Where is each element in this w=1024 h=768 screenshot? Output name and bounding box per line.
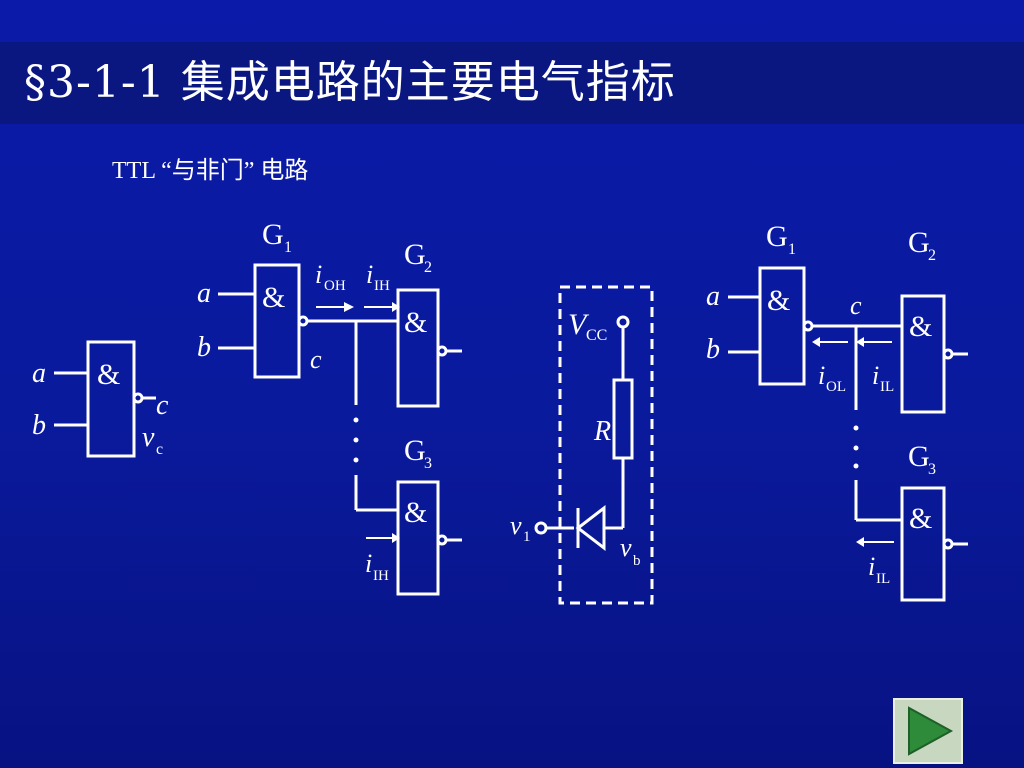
node-c-label: c	[310, 345, 322, 374]
title-bar	[0, 42, 1024, 124]
g3-label: G	[404, 434, 426, 467]
i-ih2-label: i	[365, 549, 372, 578]
g1-subscript: 1	[284, 239, 292, 256]
g1-label: G	[262, 218, 284, 251]
output-c-label: c	[156, 390, 169, 421]
g1-subscript: 1	[788, 241, 796, 258]
g2-and-symbol: &	[909, 310, 932, 343]
g3-and-symbol: &	[404, 496, 427, 529]
input-model-diagram	[534, 285, 654, 605]
g1-and-symbol: &	[262, 281, 285, 314]
input-a-label: a	[32, 358, 46, 389]
g3-subscript: 3	[928, 461, 936, 478]
high-fanout-diagram	[218, 263, 462, 596]
i-oh-label: i	[315, 260, 322, 289]
node-c-label: c	[850, 291, 862, 320]
inverter-bubble	[132, 392, 144, 404]
i-ol-subscript: OL	[826, 379, 846, 395]
diode	[575, 504, 606, 552]
g2-subscript: 2	[424, 259, 432, 276]
v1-subscript: 1	[523, 529, 531, 545]
voltage-subscript: c	[156, 441, 163, 458]
i-il-subscript: IL	[880, 379, 894, 395]
low-fanout-diagram	[728, 266, 968, 602]
g1-and-symbol: &	[767, 284, 790, 317]
input-b-label: b	[32, 410, 46, 441]
gate-and-symbol: &	[97, 358, 120, 391]
i-oh-subscript: OH	[324, 278, 346, 294]
g2-and-symbol: &	[404, 306, 427, 339]
i-ol-label: i	[818, 361, 825, 390]
input-b-label: b	[706, 334, 720, 365]
resistor-label: R	[593, 416, 611, 447]
resistor-r	[612, 378, 634, 460]
v1-label: v	[510, 511, 522, 540]
g2-label: G	[908, 226, 930, 259]
input-a-label: a	[706, 281, 720, 312]
voltage-label: v	[142, 422, 155, 453]
vcc-subscript: CC	[586, 327, 607, 344]
input-b-label: b	[197, 332, 211, 363]
page-title: §3-1-1 集成电路的主要电气指标	[24, 57, 676, 108]
i-ih-label: i	[366, 260, 373, 289]
single-gate-diagram	[54, 340, 156, 458]
i-il-label: i	[872, 361, 879, 390]
play-triangle-icon	[908, 706, 954, 756]
subtitle: TTL “与非门” 电路	[112, 158, 309, 184]
i-ih-subscript: IH	[374, 278, 390, 294]
vcc-label: V	[568, 308, 590, 341]
g3-subscript: 3	[424, 455, 432, 472]
g1-label: G	[766, 220, 788, 253]
i-il2-label: i	[868, 552, 875, 581]
g2-subscript: 2	[928, 247, 936, 264]
i-ih2-subscript: IH	[373, 568, 389, 584]
vb-subscript: b	[633, 553, 641, 569]
g2-label: G	[404, 238, 426, 271]
g3-label: G	[908, 440, 930, 473]
i-il2-subscript: IL	[876, 571, 890, 587]
vb-label: v	[620, 533, 632, 562]
input-a-label: a	[197, 278, 211, 309]
g3-and-symbol: &	[909, 502, 932, 535]
dashed-enclosure	[558, 285, 654, 605]
next-slide-button[interactable]	[893, 698, 963, 764]
